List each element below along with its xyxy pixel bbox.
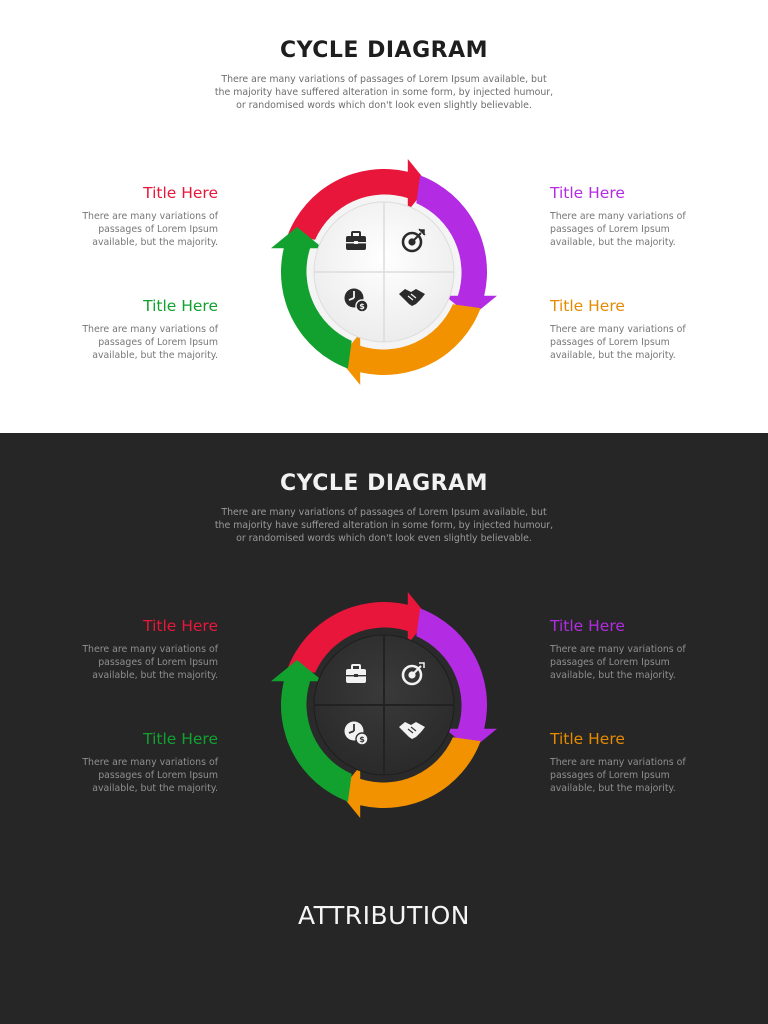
target-icon [401, 662, 425, 686]
cycle-arrow-purple [416, 608, 497, 750]
page-title: CYCLE DIAGRAM [279, 38, 489, 63]
intro-text: There are many variations of passages of… [214, 74, 554, 111]
light-cycle-panel: CYCLE DIAGRAM There are many variations … [0, 0, 768, 433]
item-title-red: Title Here [143, 184, 218, 202]
handshake-icon [399, 289, 425, 306]
item-text-green: There are many variations of passages of… [82, 757, 218, 794]
item-title-green: Title Here [143, 297, 218, 315]
cycle-arrow-green [271, 660, 352, 802]
briefcase-icon [346, 664, 366, 683]
item-title-orange: Title Here [550, 297, 625, 315]
item-text-orange: There are many variations of passages of… [550, 757, 686, 794]
item-title-orange: Title Here [550, 730, 625, 748]
target-icon [401, 228, 426, 253]
item-text-red: There are many variations of passages of… [82, 644, 218, 681]
item-text-orange: There are many variations of passages of… [550, 324, 686, 361]
item-title-purple: Title Here [550, 617, 625, 635]
item-text-red: There are many variations of passages of… [82, 211, 218, 248]
item-title-red: Title Here [143, 617, 218, 635]
page-title: CYCLE DIAGRAM [279, 471, 489, 496]
cycle-arrow-purple [416, 175, 497, 318]
cycle-diagram: $ [271, 592, 497, 818]
cycle-arrow-red [287, 159, 430, 240]
handshake-icon [399, 722, 425, 739]
cycle-arrow-orange [339, 737, 481, 818]
svg-text:$: $ [359, 735, 365, 744]
item-text-green: There are many variations of passages of… [82, 324, 218, 361]
cycle-arrow-red [287, 592, 430, 673]
briefcase-icon [346, 231, 366, 250]
item-title-green: Title Here [143, 730, 218, 748]
intro-text: There are many variations of passages of… [214, 507, 554, 544]
cycle-arrow-orange [339, 304, 481, 385]
dark-cycle-panel: CYCLE DIAGRAM There are many variations … [0, 433, 768, 1024]
cycle-arrow-green [271, 227, 352, 369]
attribution-label: ATTRIBUTION [298, 901, 470, 930]
cycle-diagram: $ [271, 159, 497, 385]
clock-dollar-icon: $ [344, 721, 369, 746]
clock-dollar-icon: $ [344, 288, 369, 313]
item-text-purple: There are many variations of passages of… [550, 644, 686, 681]
item-title-purple: Title Here [550, 184, 625, 202]
svg-text:$: $ [359, 302, 365, 311]
item-text-purple: There are many variations of passages of… [550, 211, 686, 248]
